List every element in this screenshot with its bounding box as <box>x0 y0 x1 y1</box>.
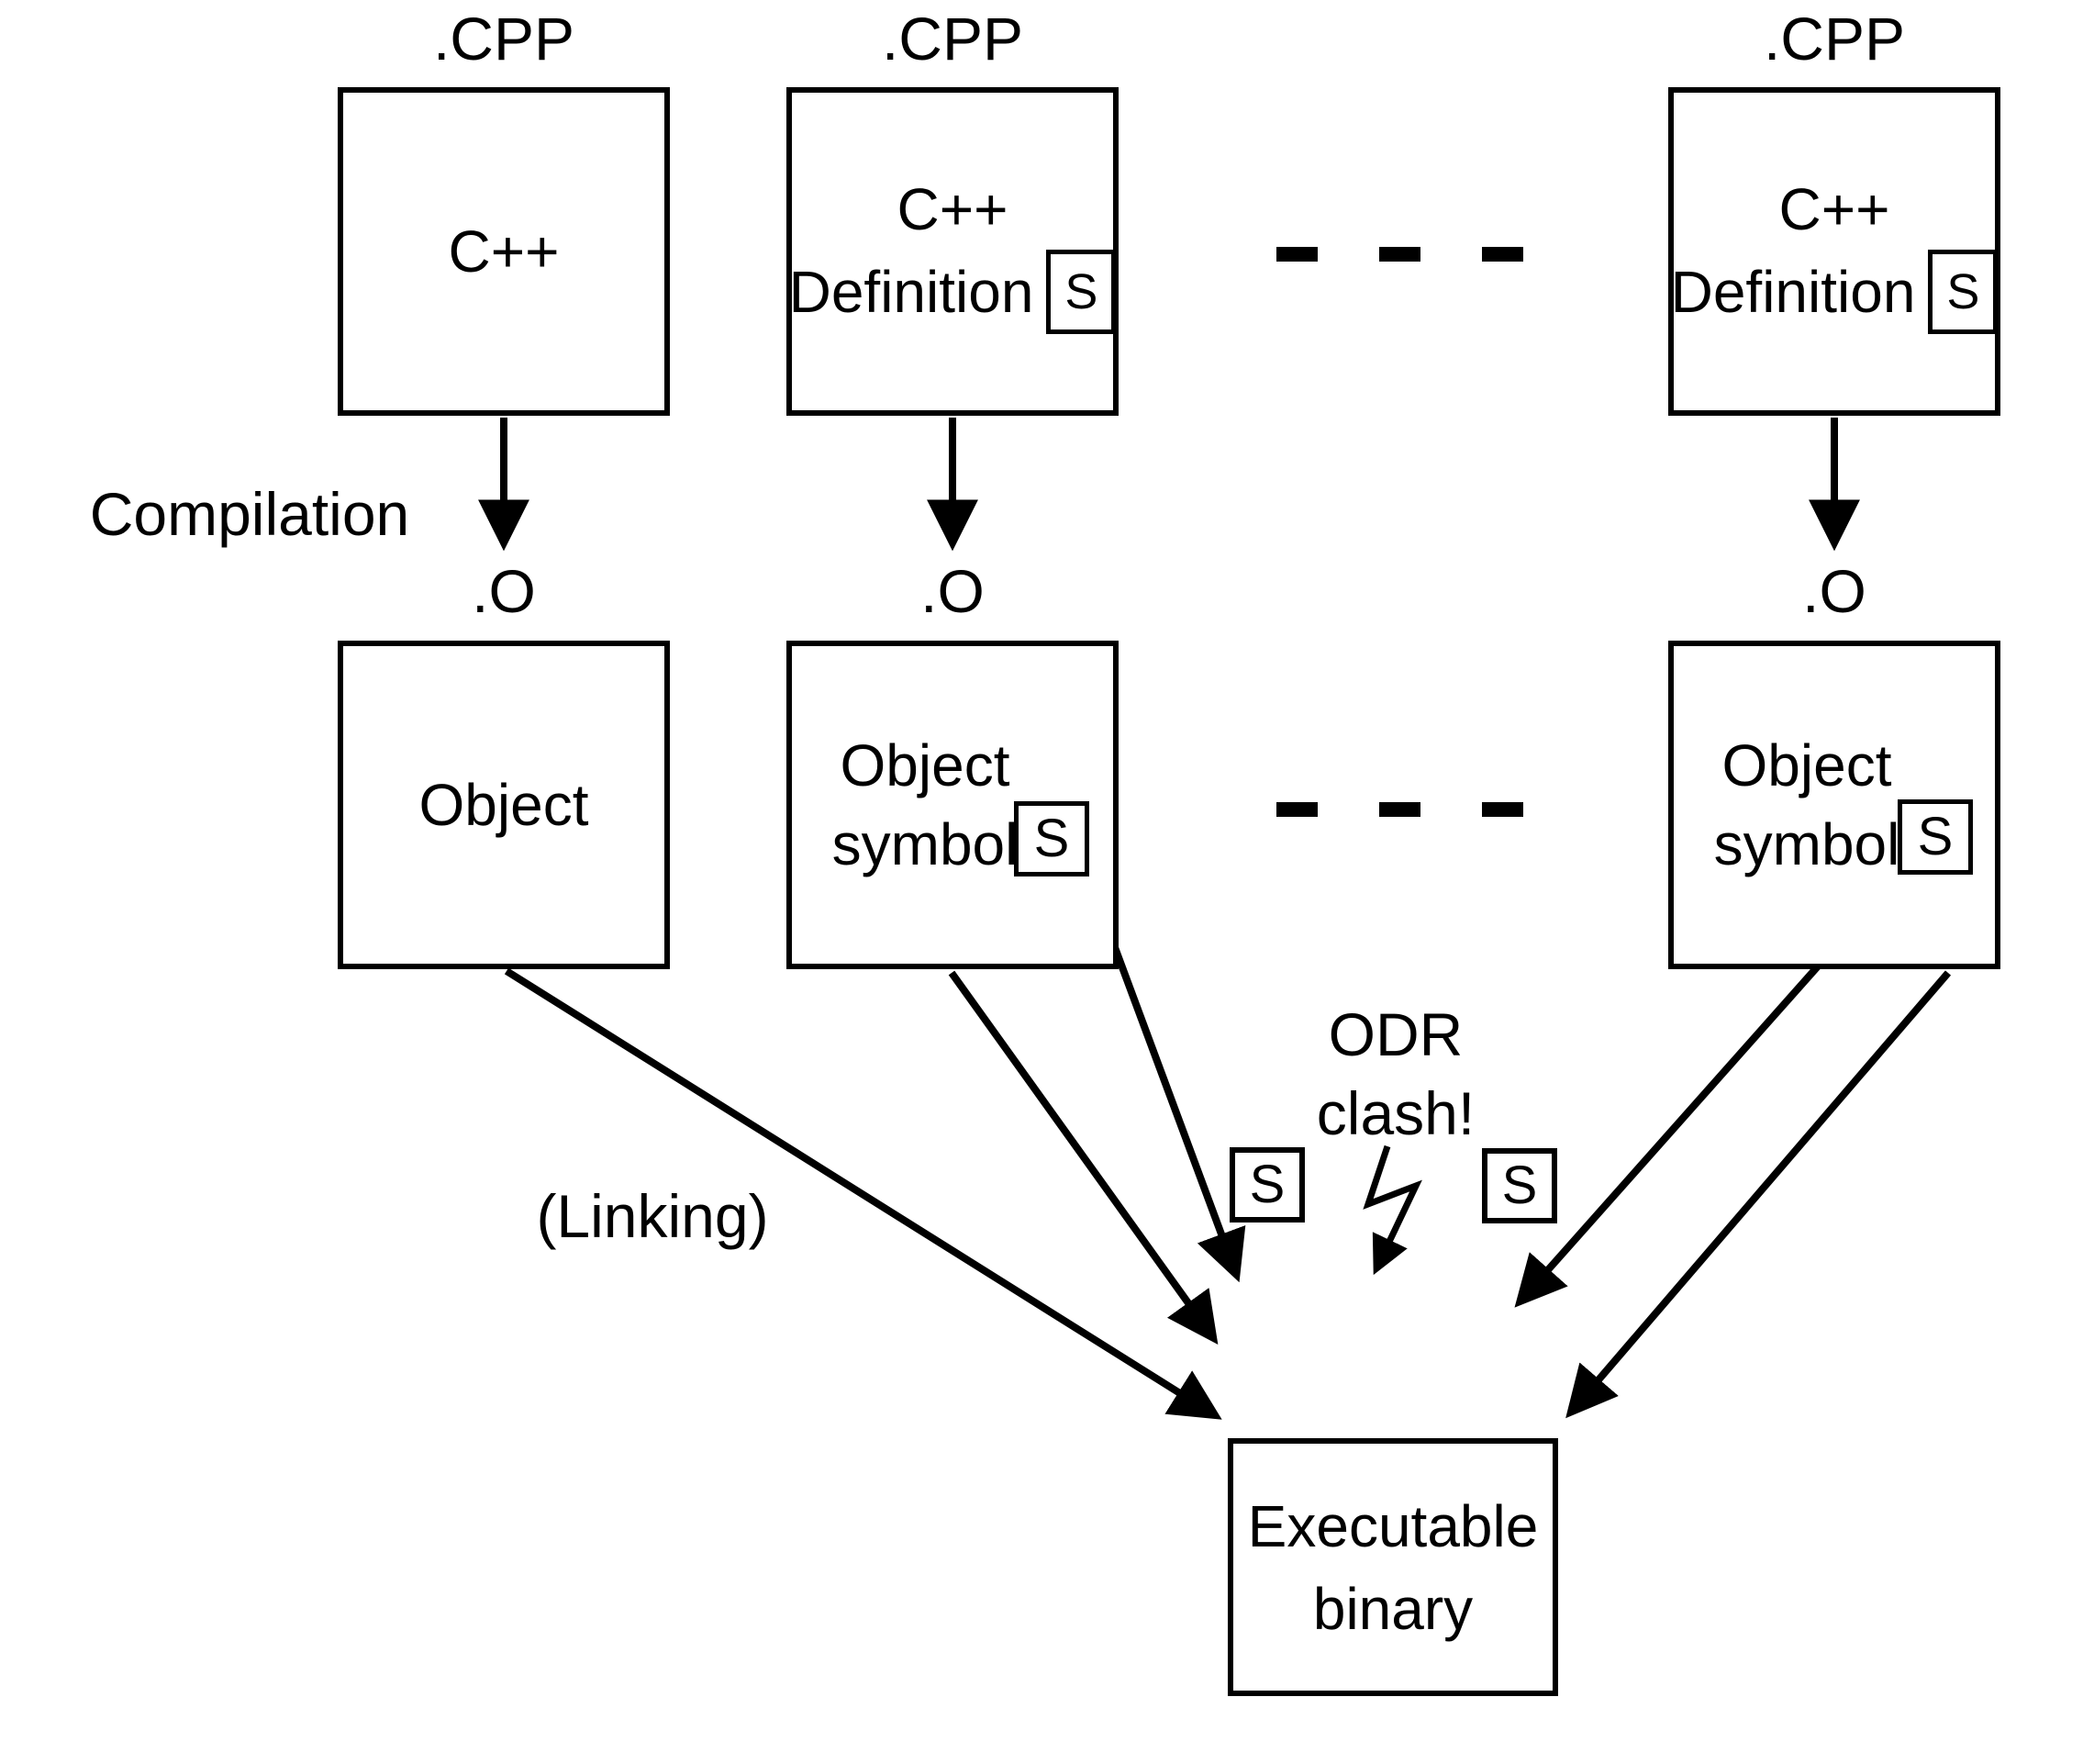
file-label-o-2: .O <box>920 557 985 625</box>
source-file-box-3: C++ Definition S <box>1668 87 2000 416</box>
box-line: C++ <box>448 218 560 285</box>
box-line: Executable <box>1247 1492 1539 1559</box>
link-line-object3 <box>1565 970 1952 1419</box>
symbol-chip: S <box>1928 250 1999 334</box>
definition-label: Definition <box>1670 259 1916 325</box>
object-file-box-2: Object symbol S <box>786 641 1119 969</box>
object-file-box-1: Object <box>338 641 670 969</box>
link-line-object1 <box>504 967 1222 1420</box>
symbol-chip: S <box>1046 250 1117 334</box>
box-line: symbol <box>1713 811 1900 877</box>
linked-symbol-chip-left: S <box>1230 1147 1305 1223</box>
object-file-box-3: Object symbol S <box>1668 641 2000 969</box>
lightning-arrow-icon <box>1363 1144 1422 1276</box>
box-line: Object <box>840 732 1010 798</box>
source-file-box-1: C++ <box>338 87 670 416</box>
box-line: binary <box>1312 1575 1474 1642</box>
box-line: Object <box>1721 732 1892 798</box>
executable-binary-box: Executable binary <box>1228 1438 1558 1696</box>
stage-label-compilation: Compilation <box>89 480 410 548</box>
box-line: Object <box>418 772 589 838</box>
box-line: symbol <box>831 811 1019 877</box>
symbol-chip: S <box>1898 799 1973 875</box>
odr-warning-line2: clash! <box>1316 1079 1476 1147</box>
file-label-cpp-2: .CPP <box>881 5 1024 73</box>
box-line: C++ <box>897 176 1008 242</box>
box-line: Definition S <box>789 250 1117 334</box>
odr-warning-line1: ODR <box>1328 1000 1464 1068</box>
file-label-cpp-1: .CPP <box>432 5 575 73</box>
box-line: Definition S <box>1671 250 1999 334</box>
linked-symbol-chip-right: S <box>1482 1148 1557 1223</box>
link-line-object2 <box>948 970 1219 1345</box>
file-label-o-3: .O <box>1802 557 1866 625</box>
box-line: C++ <box>1778 176 1890 242</box>
file-label-o-1: .O <box>472 557 536 625</box>
definition-label: Definition <box>788 259 1034 325</box>
file-label-cpp-3: .CPP <box>1763 5 1906 73</box>
stage-label-linking: (Linking) <box>536 1182 769 1250</box>
source-file-box-2: C++ Definition S <box>786 87 1119 416</box>
odr-warning: ODR clash! <box>1249 995 1543 1153</box>
symbol-chip: S <box>1014 801 1089 876</box>
